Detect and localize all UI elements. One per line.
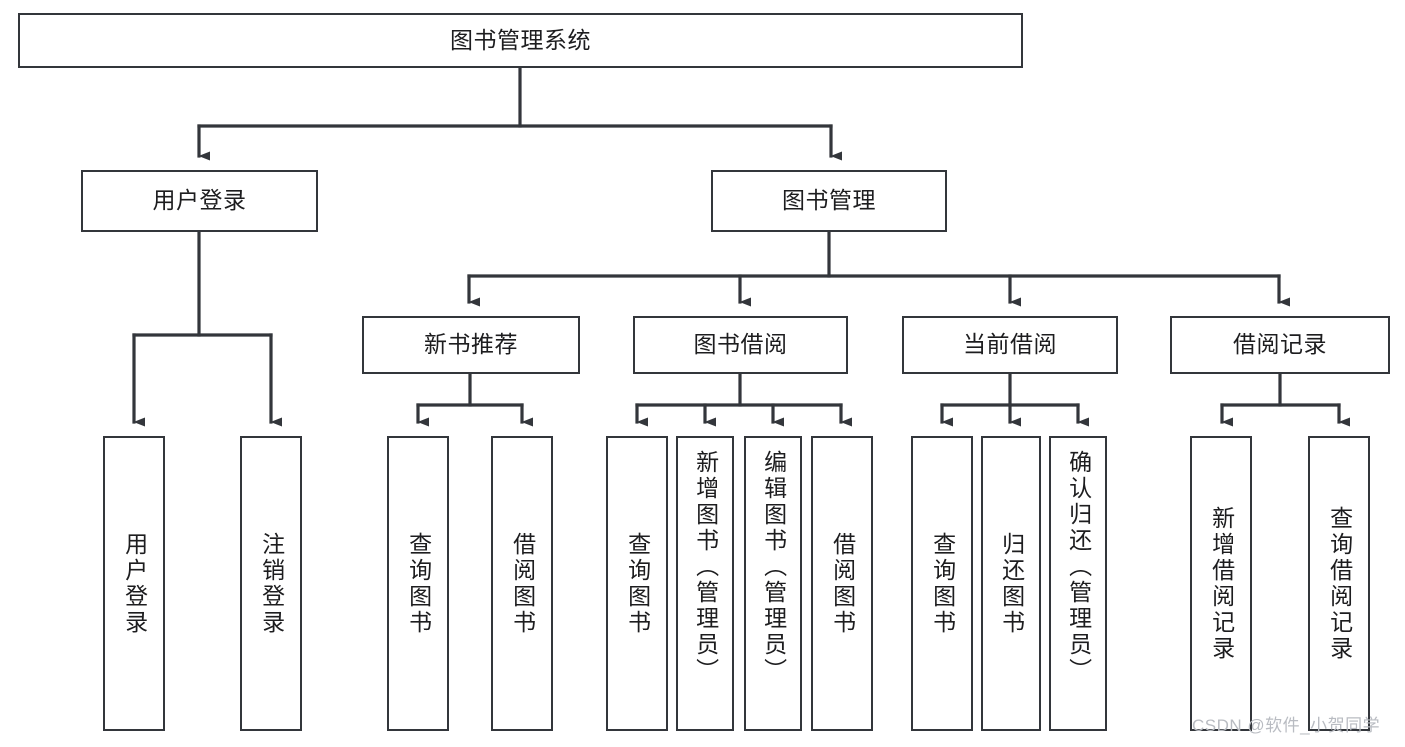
node-leaf-confirm-return-label: 确认归还（管理员） <box>1065 450 1092 684</box>
node-root[interactable]: 图书管理系统 <box>18 13 1023 68</box>
node-leaf-user-login[interactable]: 用户登录 <box>103 436 165 731</box>
node-leaf-query-record[interactable]: 查询借阅记录 <box>1308 436 1370 731</box>
node-leaf-borrow-book-2-label: 借阅图书 <box>829 531 856 636</box>
node-leaf-return-book[interactable]: 归还图书 <box>981 436 1041 731</box>
node-book-borrow[interactable]: 图书借阅 <box>633 316 848 374</box>
node-leaf-query-record-label: 查询借阅记录 <box>1326 505 1353 662</box>
node-leaf-return-book-label: 归还图书 <box>998 531 1025 636</box>
node-leaf-query-book-1[interactable]: 查询图书 <box>387 436 449 731</box>
node-borrow-record[interactable]: 借阅记录 <box>1170 316 1390 374</box>
node-leaf-add-record-label: 新增借阅记录 <box>1208 505 1235 662</box>
node-leaf-edit-book[interactable]: 编辑图书（管理员） <box>744 436 802 731</box>
node-new-book-rec-label: 新书推荐 <box>424 331 518 358</box>
node-leaf-edit-book-label: 编辑图书（管理员） <box>760 450 787 684</box>
node-leaf-borrow-book-1-label: 借阅图书 <box>509 531 536 636</box>
node-leaf-user-logout-label: 注销登录 <box>258 531 285 636</box>
node-leaf-user-logout[interactable]: 注销登录 <box>240 436 302 731</box>
node-leaf-add-book[interactable]: 新增图书（管理员） <box>676 436 734 731</box>
csdn-watermark: CSDN @软件_小贺同学 <box>1192 716 1381 735</box>
node-current-borrow[interactable]: 当前借阅 <box>902 316 1118 374</box>
node-leaf-user-login-label: 用户登录 <box>121 531 148 636</box>
node-new-book-rec[interactable]: 新书推荐 <box>362 316 580 374</box>
node-leaf-confirm-return[interactable]: 确认归还（管理员） <box>1049 436 1107 731</box>
node-book-manage-label: 图书管理 <box>782 187 876 214</box>
node-root-label: 图书管理系统 <box>450 26 591 53</box>
node-user-login-label: 用户登录 <box>152 187 247 214</box>
node-leaf-query-book-3-label: 查询图书 <box>929 531 956 636</box>
node-leaf-borrow-book-2[interactable]: 借阅图书 <box>811 436 873 731</box>
node-book-borrow-label: 图书借阅 <box>693 331 788 358</box>
node-current-borrow-label: 当前借阅 <box>963 331 1057 358</box>
node-book-manage[interactable]: 图书管理 <box>711 170 947 232</box>
node-user-login[interactable]: 用户登录 <box>81 170 318 232</box>
node-leaf-borrow-book-1[interactable]: 借阅图书 <box>491 436 553 731</box>
node-borrow-record-label: 借阅记录 <box>1233 331 1327 358</box>
node-leaf-query-book-1-label: 查询图书 <box>405 531 432 636</box>
node-leaf-add-record[interactable]: 新增借阅记录 <box>1190 436 1252 731</box>
node-leaf-query-book-2-label: 查询图书 <box>624 531 651 636</box>
node-leaf-query-book-3[interactable]: 查询图书 <box>911 436 973 731</box>
node-leaf-query-book-2[interactable]: 查询图书 <box>606 436 668 731</box>
node-leaf-add-book-label: 新增图书（管理员） <box>692 450 719 684</box>
